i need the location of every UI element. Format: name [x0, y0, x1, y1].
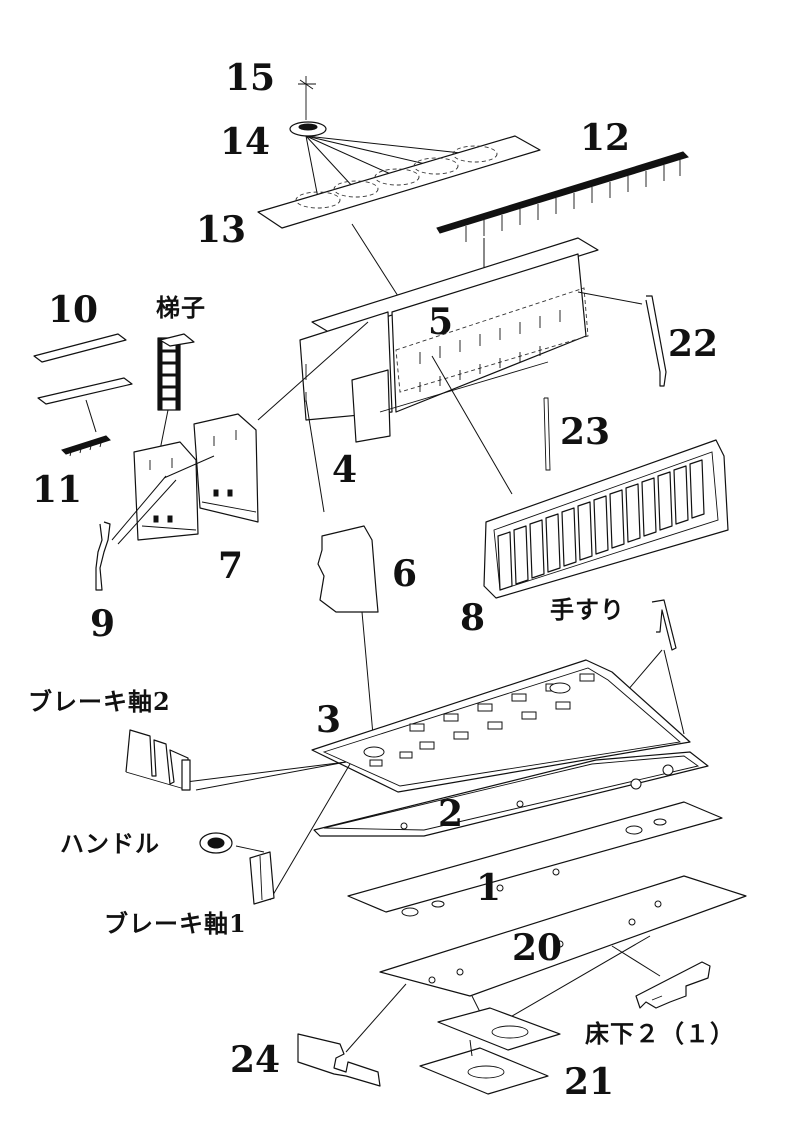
label-underfloor-2: 床下２（１） — [585, 1019, 735, 1048]
label-handle: ハンドル — [60, 829, 160, 858]
brake-shaft-2-part — [125, 729, 191, 791]
underfloor-2-part — [635, 961, 711, 1009]
label-part-4: 4 — [332, 449, 358, 491]
label-part-22: 22 — [668, 323, 719, 365]
label-part-10: 10 — [48, 289, 99, 331]
part-20-underframe — [345, 875, 747, 1053]
handle-part — [199, 832, 233, 854]
part-5-car-body — [257, 237, 643, 513]
label-ladder: 梯子 — [156, 293, 206, 322]
part-22-handrail — [645, 295, 667, 387]
label-part-6: 6 — [392, 553, 418, 595]
label-part-2: 2 — [438, 793, 464, 835]
part-8-side-frame — [483, 439, 729, 599]
part-24-plate — [297, 1033, 381, 1087]
part-14-ventilator — [289, 121, 471, 199]
label-part-3: 3 — [316, 699, 342, 741]
part-15-weathervane — [298, 76, 316, 120]
label-part-12: 12 — [580, 117, 631, 159]
part-11-end-plate — [37, 377, 133, 457]
part-3-floor — [185, 659, 691, 901]
part-7-end-walls — [111, 413, 259, 545]
label-part-1: 1 — [476, 867, 502, 909]
part-6-bulkhead — [317, 525, 379, 747]
label-part-5: 5 — [428, 301, 454, 343]
part-23-grab-iron — [543, 397, 551, 471]
label-brake-shaft-2: ブレーキ軸2 — [28, 687, 171, 716]
label-handrail: 手すり — [550, 595, 625, 624]
label-part-8: 8 — [460, 597, 486, 639]
part-21-underfloor-plates — [419, 1007, 561, 1095]
part-1-base-plate — [347, 801, 723, 917]
label-brake-shaft-1: ブレーキ軸1 — [104, 909, 247, 938]
part-10-end-plate — [33, 333, 127, 363]
label-part-13: 13 — [196, 209, 247, 251]
label-part-9: 9 — [90, 603, 116, 645]
label-part-15: 15 — [225, 57, 276, 99]
label-part-21: 21 — [564, 1061, 615, 1103]
label-part-11: 11 — [32, 469, 83, 511]
label-part-14: 14 — [220, 121, 271, 163]
label-part-23: 23 — [560, 411, 611, 453]
label-part-24: 24 — [230, 1039, 281, 1081]
part-13-roof-strip — [257, 135, 541, 297]
brake-shaft-1-part — [235, 845, 275, 905]
part-2-sub-floor — [313, 751, 709, 837]
label-part-7: 7 — [218, 545, 244, 587]
label-part-20: 20 — [512, 927, 563, 969]
part-9-step-grab — [95, 521, 111, 591]
